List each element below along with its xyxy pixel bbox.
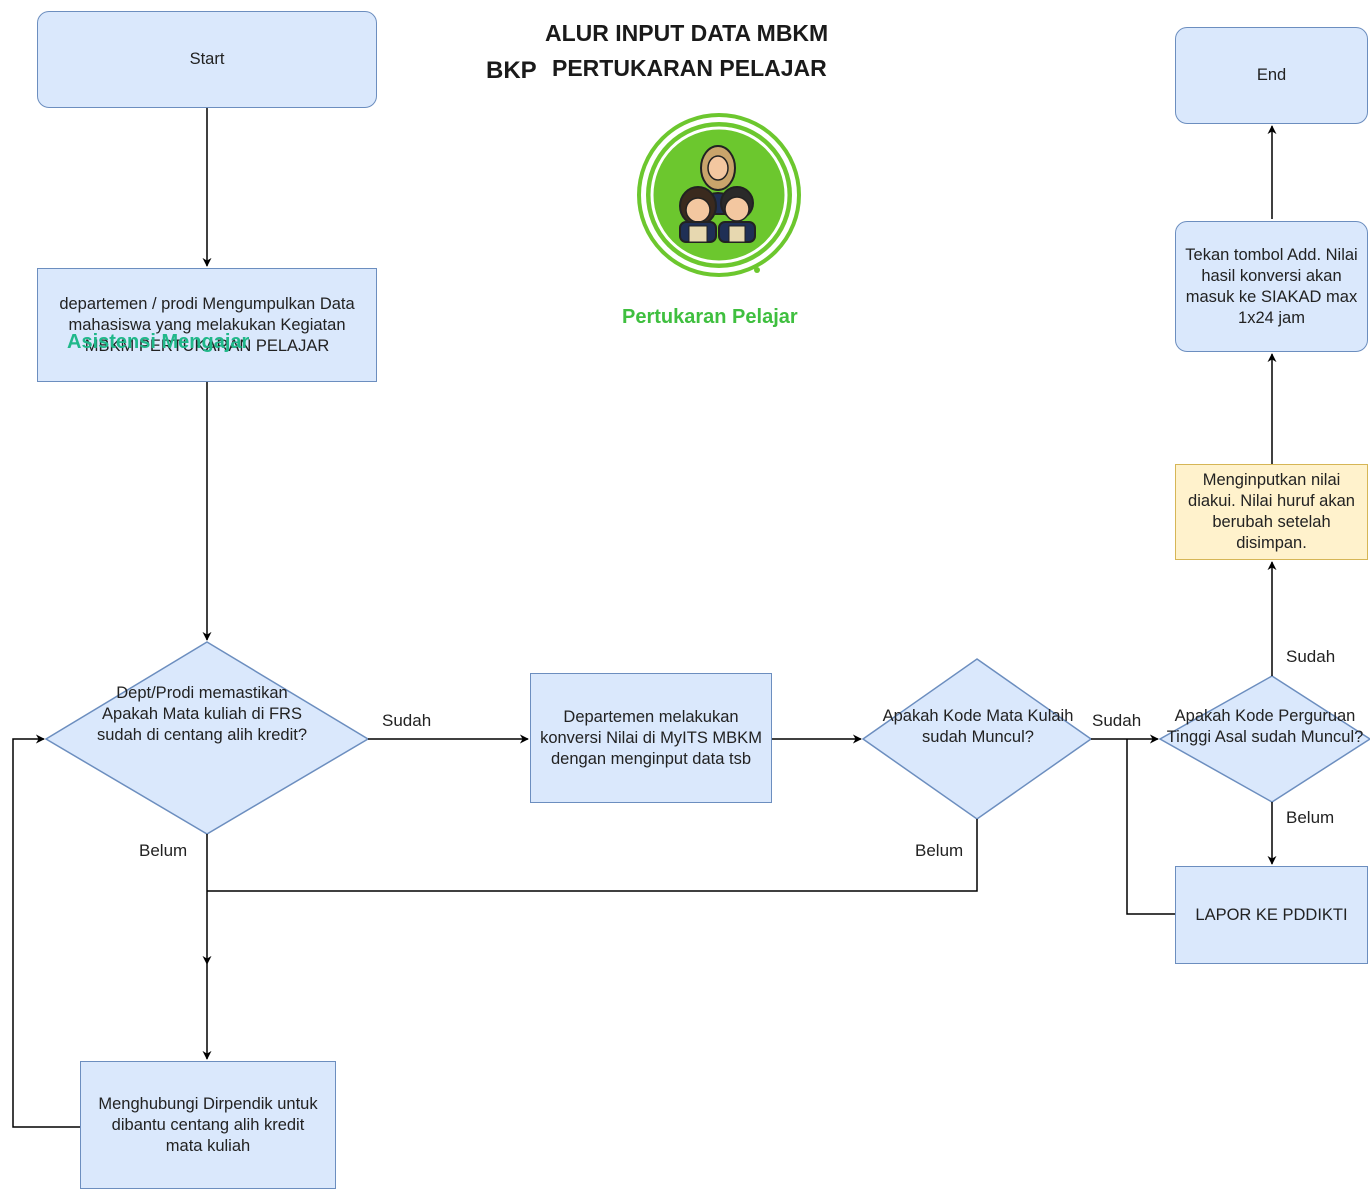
contact-node: Menghubungi Dirpendik untuk dibantu cent… (80, 1061, 336, 1189)
edge-code-belum (207, 819, 978, 892)
edge-report-loop (1126, 739, 1175, 915)
students-group-icon (637, 113, 801, 277)
convert-node: Departemen melakukan konversi Nilai di M… (530, 673, 772, 803)
edge-label-sudah: Sudah (1286, 647, 1336, 666)
page-title: ALUR INPUT DATA MBKM (545, 20, 829, 46)
overlay-text: Asistensi Mengajar (67, 331, 250, 353)
decision-pt-text: Apakah Kode Perguruan Tinggi Asal sudah … (1166, 707, 1364, 746)
edge-label-belum: Belum (1286, 808, 1335, 827)
end-node: End (1175, 27, 1368, 124)
edge-label-belum: Belum (139, 841, 188, 860)
edge-contact-loop (12, 734, 80, 1128)
logo-caption: Pertukaran Pelajar (622, 306, 798, 328)
input-grade-node: Menginputkan nilai diakui. Nilai huruf a… (1175, 464, 1368, 560)
edge-label-sudah: Sudah (382, 711, 432, 730)
decision-frs-text: Dept/Prodi memastikan Apakah Mata kuliah… (96, 684, 308, 744)
report-node: LAPOR KE PDDIKTI (1175, 866, 1368, 964)
start-node: Start (37, 11, 377, 108)
edge-label-belum: Belum (915, 841, 964, 860)
page-subtitle: PERTUKARAN PELAJAR (552, 55, 827, 81)
title-prefix: BKP (486, 57, 537, 84)
decision-code-text: Apakah Kode Mata Kulaih sudah Muncul? (882, 707, 1074, 746)
edge-label-sudah: Sudah (1092, 711, 1142, 730)
collect-data-node: departemen / prodi Mengumpulkan Data mah… (37, 268, 377, 382)
press-add-node: Tekan tombol Add. Nilai hasil konversi a… (1175, 221, 1368, 352)
